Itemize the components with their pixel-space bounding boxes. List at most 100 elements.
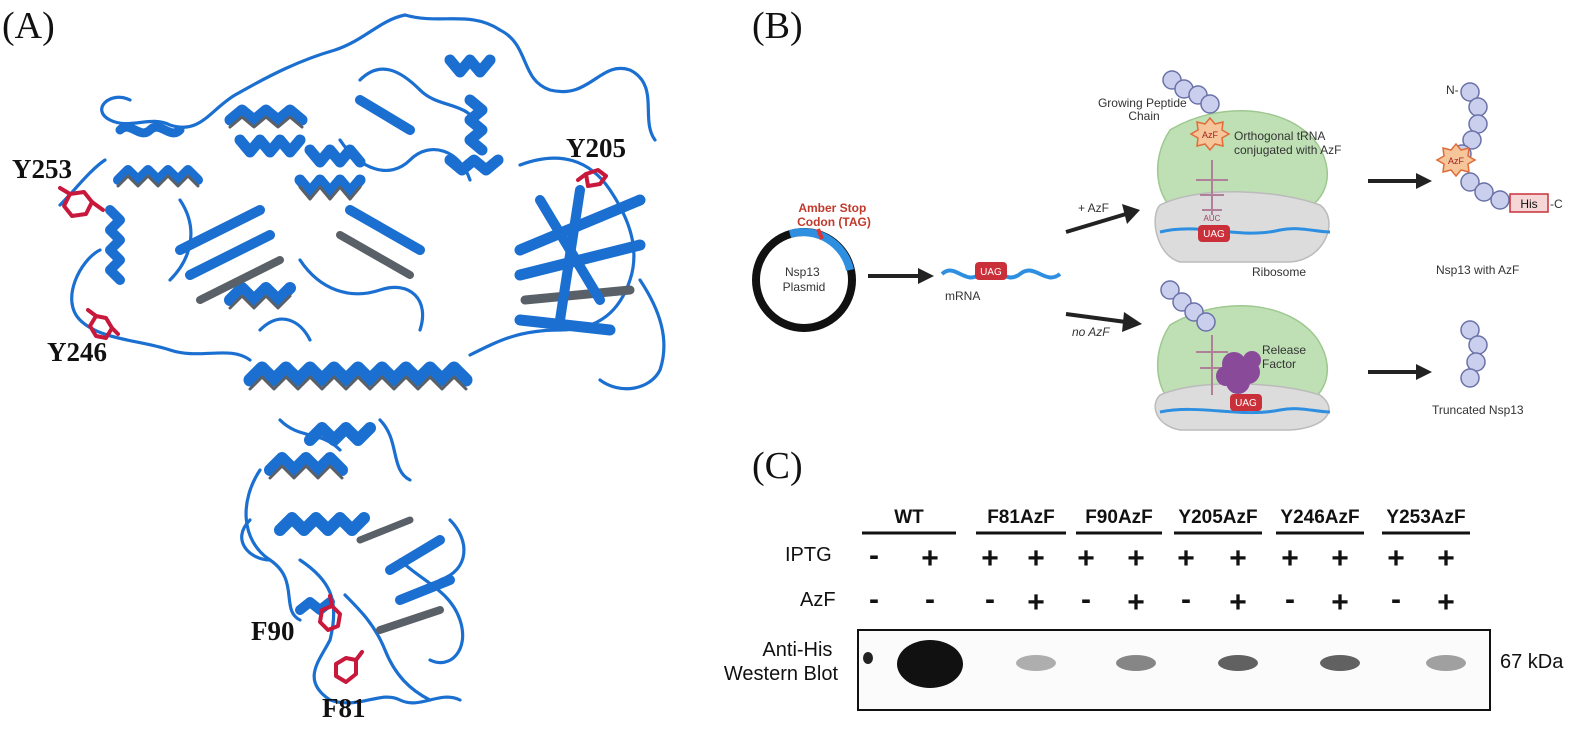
arrow-to-product-top [1368,173,1432,189]
residue-y205-sidechain [576,168,608,188]
c-terminus-label: -C [1550,197,1563,211]
panel-a: (A) [2,5,666,723]
azf-sign: - [1285,583,1295,616]
small-subunit-top [1154,191,1330,263]
iptg-sign: + [1331,542,1349,575]
band-size-label: 67 kDa [1500,651,1564,673]
blot-bands [897,640,1466,688]
arrow-plus-azf: + AzF [1065,201,1140,234]
residue-label-f81: F81 [322,693,366,723]
plasmid-label-line2: Plasmid [783,280,826,294]
panel-b-label: (B) [752,5,803,47]
release-factor-line2: Factor [1262,357,1296,371]
product-top-label: Nsp13 with AzF [1436,263,1519,277]
iptg-sign: + [921,542,939,575]
azf-signs: ---+-+-+-+-+ [869,583,1455,619]
residue-sidechains [58,168,608,684]
iptg-sign: + [1027,542,1045,575]
plus-azf-label: + AzF [1078,201,1109,215]
mrna-uag-codon [975,262,1007,280]
azf-sign: - [869,583,879,616]
mrna-label: mRNA [945,289,980,303]
trna-label-line1: Orthogonal tRNA [1234,129,1325,143]
iptg-sign: + [1177,542,1195,575]
panel-a-label: (A) [2,5,55,47]
product-full-beads [1452,82,1510,210]
azf-sign: - [1391,583,1401,616]
residue-y253-sidechain [58,186,105,218]
lane-group-label: Y253AzF [1386,507,1465,528]
beta-sheets [175,95,646,634]
blot-band [897,640,963,688]
trna-top [1196,160,1228,215]
iptg-sign: + [981,542,999,575]
ribosome-label: Ribosome [1252,265,1306,279]
trna-label-line2: conjugated with AzF [1234,143,1341,157]
azf-star-top [1189,116,1231,152]
blot-label-line1: Anti-His [762,639,832,661]
growing-chain-label: Growing Peptide Chain [1098,96,1190,123]
his-tag-box [1509,193,1549,213]
arrow-to-product-bottom [1368,364,1432,380]
amber-codon-mark [816,228,824,240]
azf-sign: + [1331,586,1349,619]
product-truncated-beads [1460,320,1488,388]
helices [105,54,504,615]
protein-structure [58,13,666,705]
panel-c-label: (C) [752,445,803,487]
nsp13-gene-arc [788,228,854,272]
blot-band [1218,655,1258,671]
lane-group-label: Y246AzF [1280,507,1359,528]
no-azf-label: no AzF [1072,325,1110,339]
product-full: N- AzF His -C Nsp13 with AzF [1435,82,1563,277]
residue-y246-sidechain [86,308,120,340]
azf-sign: + [1127,586,1145,619]
release-factor-label: Release Factor [1262,343,1309,371]
coil-loops [58,13,666,705]
panel-b: (B) Nsp13 Plasmid Amber Stop Codon (TAG)… [752,5,1563,431]
ribosome-top-uag-box [1198,225,1230,242]
trna-label: Orthogonal tRNA conjugated with AzF [1234,129,1341,157]
mrna-strand-top [1159,227,1331,235]
product-truncated: Truncated Nsp13 [1432,320,1524,417]
blot-band [1016,655,1056,671]
azf-row-label: AzF [800,589,836,611]
product-bottom-label: Truncated Nsp13 [1432,403,1524,417]
western-blot [857,629,1491,711]
azf-sign: + [1229,586,1247,619]
blot-membrane [857,629,1491,711]
release-factor-blob [1216,351,1261,394]
azf-sign: - [1081,583,1091,616]
iptg-sign: + [1229,542,1247,575]
blot-band [1426,655,1466,671]
residue-label-f90: F90 [251,616,295,646]
peptide-chain-bottom [1160,280,1216,332]
lane-group-label: F81AzF [987,507,1055,528]
azf-sign: - [1181,583,1191,616]
plasmid-label: Nsp13 Plasmid [783,265,826,294]
blot-edge-spot [863,652,873,664]
azf-sign: - [925,583,935,616]
iptg-signs: -+++++++++++ [869,539,1455,575]
peptide-chain-top [1162,70,1220,114]
ribosome-top: UAG AUC AzF Growing Peptide Chain [1098,70,1341,279]
plasmid-label-line1: Nsp13 [785,265,820,279]
azf-sign: + [1027,586,1045,619]
arrow-plasmid-to-mrna [868,268,934,284]
growing-chain-line2: Chain [1128,109,1159,123]
ribosome-top-uag: UAG [1203,229,1225,240]
release-factor-line1: Release [1262,343,1306,357]
lane-group-label: WT [894,507,924,528]
iptg-sign: + [1127,542,1145,575]
growing-chain-line1: Growing Peptide [1098,96,1187,110]
azf-sign: + [1437,586,1455,619]
n-terminus-label: N- [1446,83,1459,97]
residue-label-y205: Y205 [566,133,626,163]
residue-f90-sidechain [318,594,342,632]
amber-stop-line1: Amber Stop [798,201,866,215]
iptg-sign: + [1077,542,1095,575]
iptg-sign: - [869,539,879,572]
iptg-sign: + [1387,542,1405,575]
plasmid: Nsp13 Plasmid Amber Stop Codon (TAG) [752,201,871,332]
